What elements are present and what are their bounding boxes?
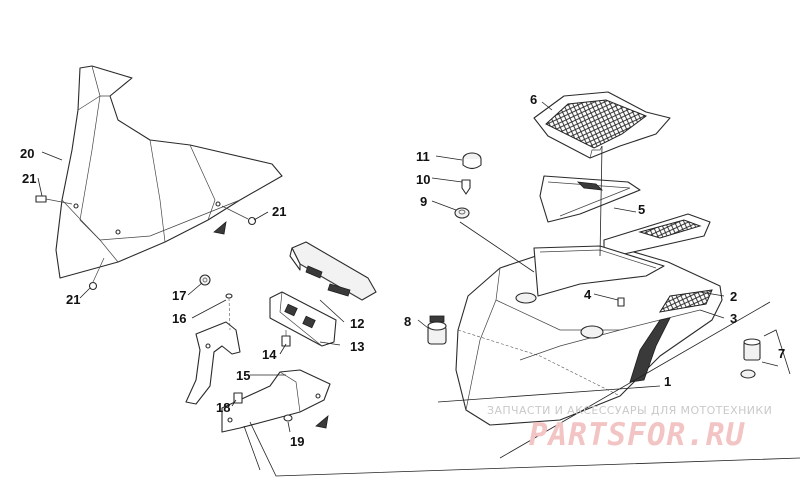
callout-15: 15: [236, 368, 250, 383]
callout-18: 18: [216, 400, 230, 415]
callout-2: 2: [730, 289, 737, 304]
mount-bracket: [185, 321, 331, 433]
callout-21-left: 21: [22, 171, 36, 186]
arrow-marker-left: [213, 221, 227, 235]
nut-9: [454, 207, 470, 219]
callout-5: 5: [638, 202, 645, 217]
washer-16: [225, 293, 233, 331]
arrow-marker-right: [315, 415, 329, 429]
grille-6: [533, 91, 671, 159]
callout-21-right: 21: [272, 204, 286, 219]
vent-cover-5-lower: [603, 213, 711, 255]
cap-11: [462, 152, 482, 170]
callout-8: 8: [404, 314, 411, 329]
callout-12: 12: [350, 316, 364, 331]
callout-13: 13: [350, 339, 364, 354]
switch-8: [427, 315, 447, 345]
watermark-logo: PARTSFOR.RU: [528, 417, 746, 453]
screw-4: [617, 297, 625, 307]
vent-cover-5-upper: [539, 175, 641, 223]
headlight-module: [289, 241, 377, 301]
callout-3: 3: [730, 311, 737, 326]
screw-21-bottom: [88, 257, 105, 291]
callout-10: 10: [416, 172, 430, 187]
callout-17: 17: [172, 288, 186, 303]
callout-19: 19: [290, 434, 304, 449]
callout-7: 7: [778, 346, 785, 361]
callout-14: 14: [262, 347, 277, 362]
callout-16: 16: [172, 311, 186, 326]
washer-19: [283, 414, 293, 422]
callout-20: 20: [20, 146, 34, 161]
callout-6: 6: [530, 92, 537, 107]
callout-labels: 20 21 21 21 17 16 12 13 14 15 18 19 11 1…: [20, 92, 785, 449]
screw-21-left: [35, 195, 73, 205]
headlight-bracket: [269, 291, 337, 347]
key-10: [461, 179, 471, 195]
callout-11: 11: [416, 149, 430, 164]
callout-9: 9: [420, 194, 427, 209]
callout-1: 1: [664, 374, 671, 389]
watermark-caption: ЗАПЧАСТИ И АКСЕССУАРЫ ДЛЯ МОТОТЕХНИКИ: [487, 404, 773, 417]
nut-17: [199, 274, 211, 286]
callout-4: 4: [584, 287, 592, 302]
leader-lines: [37, 101, 800, 477]
switch-7: [740, 338, 761, 379]
windshield: [55, 65, 283, 279]
callout-21-bottom: 21: [66, 292, 80, 307]
screw-14: [281, 330, 291, 347]
screw-21-right: [221, 205, 257, 226]
front-hood: [455, 247, 723, 426]
